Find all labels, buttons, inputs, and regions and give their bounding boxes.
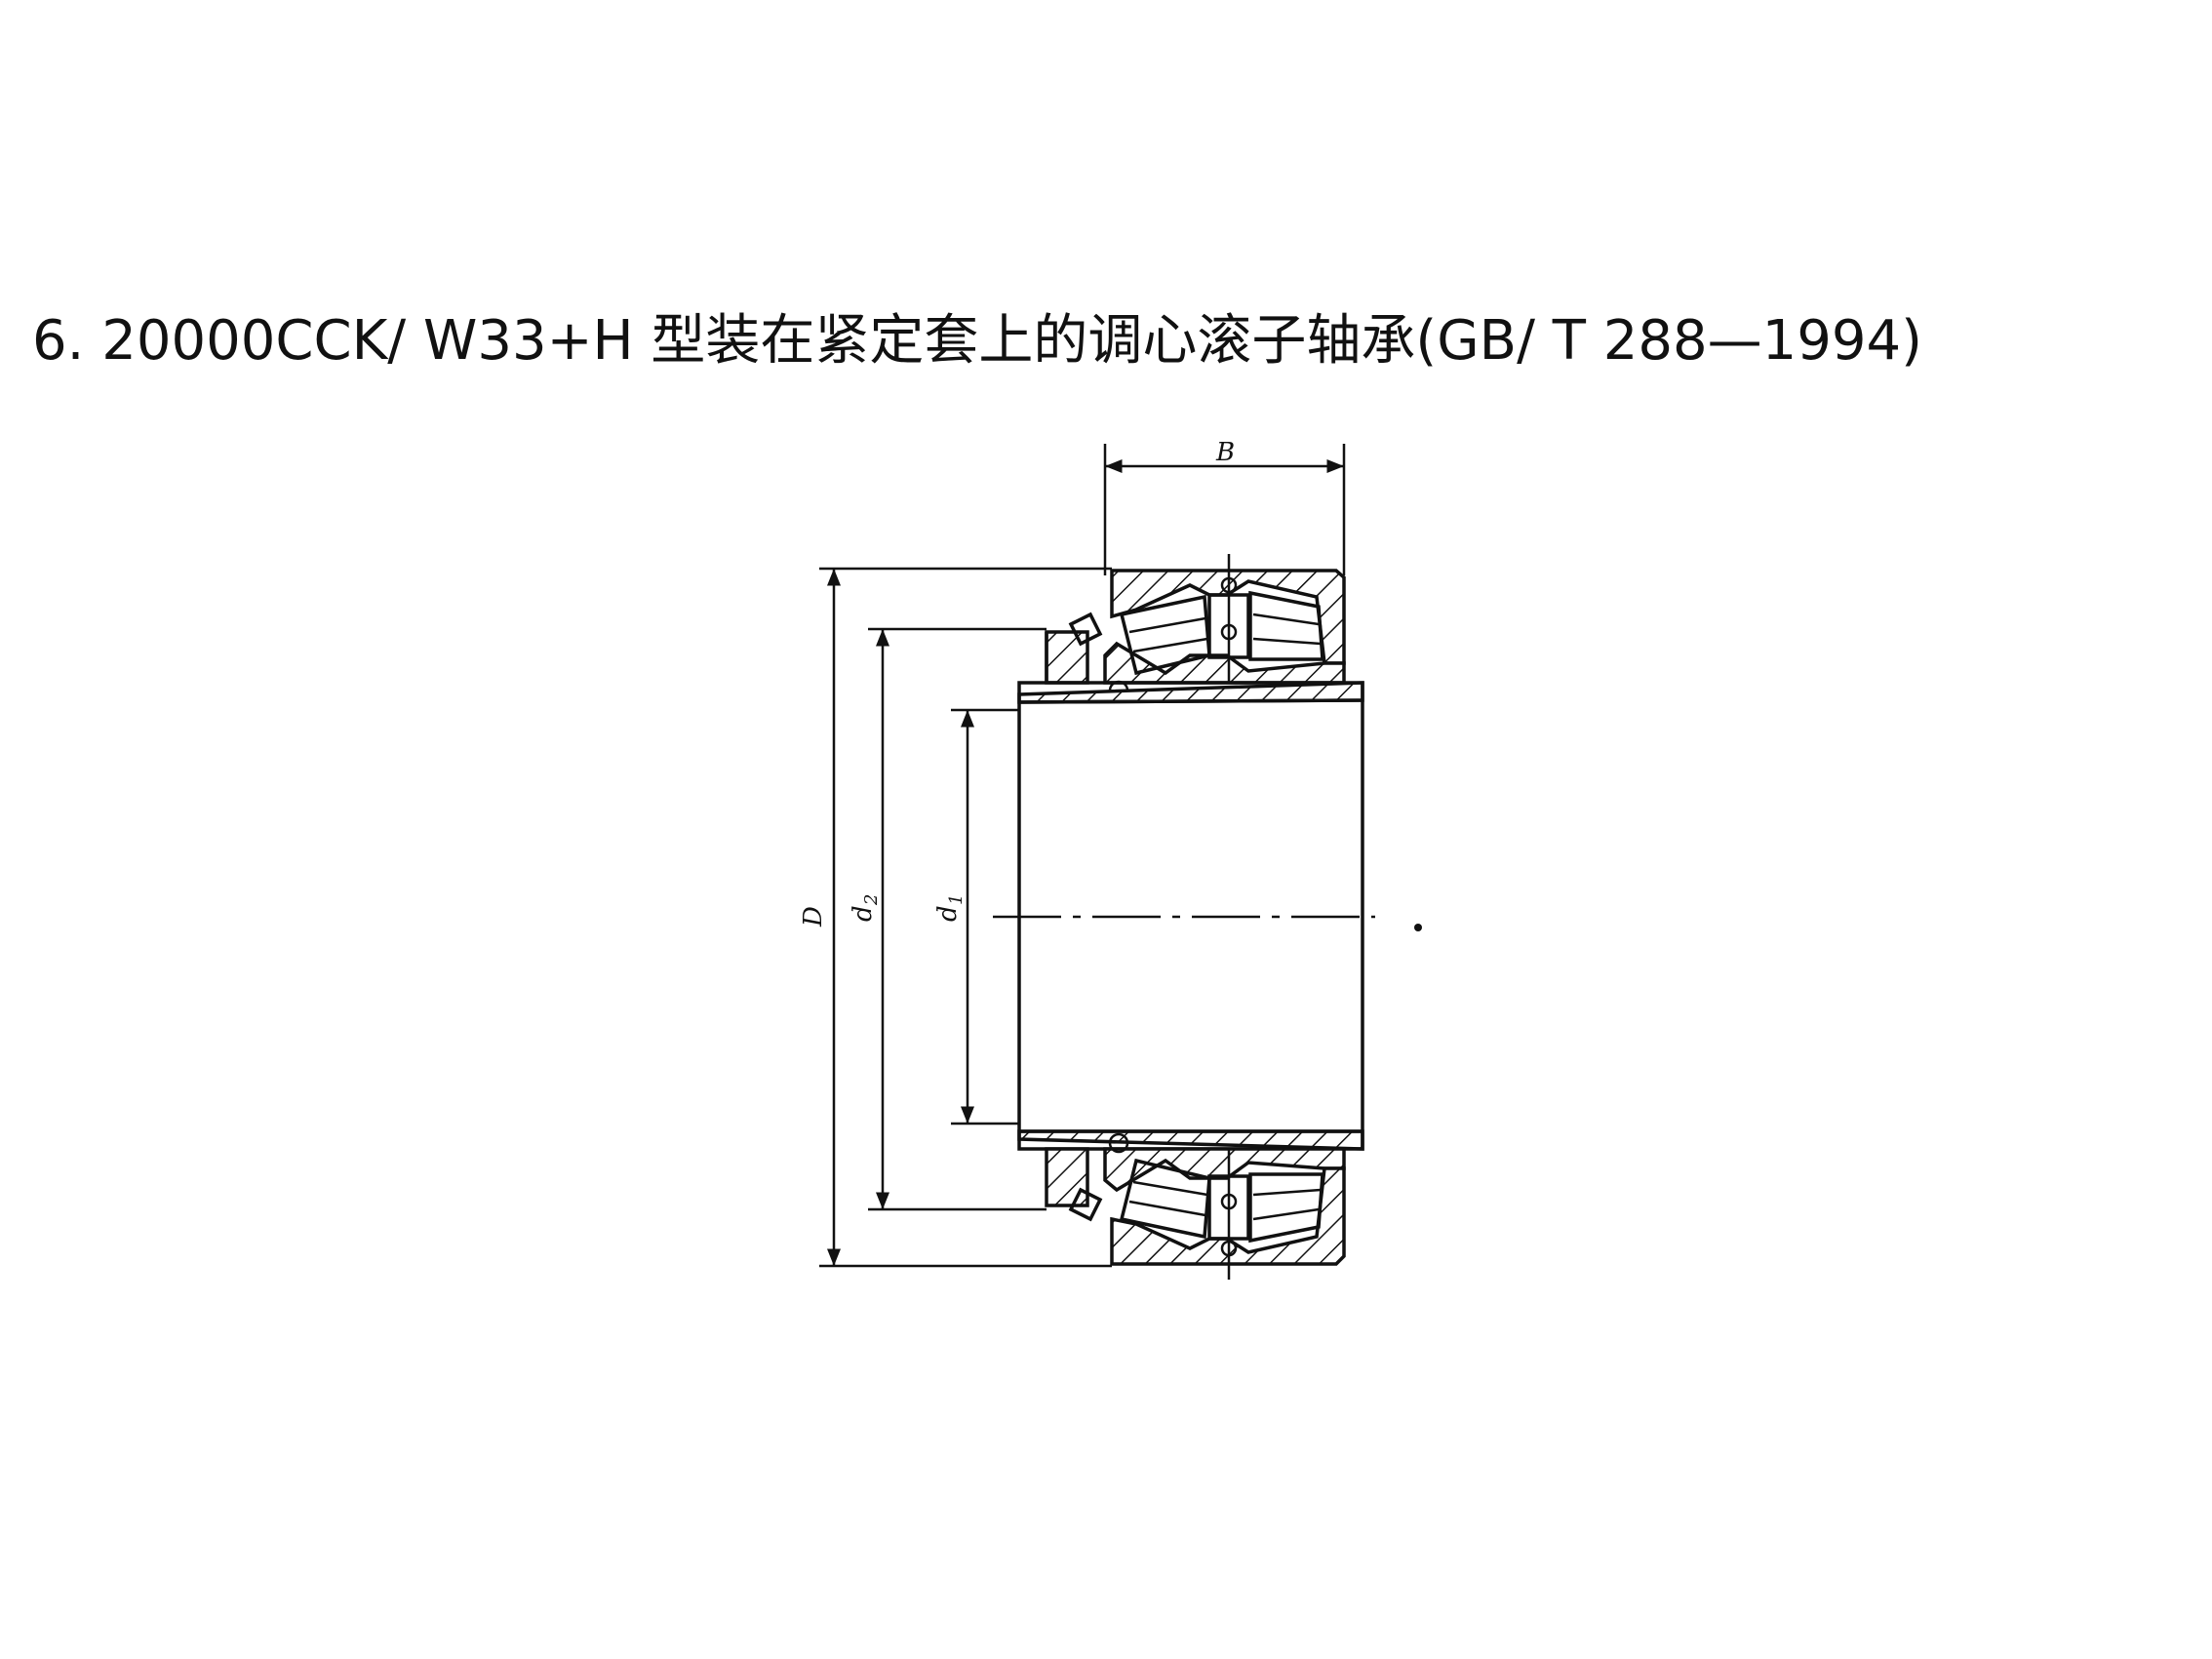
label-d2: d	[849, 905, 878, 922]
dimension-b: B	[1103, 438, 1346, 575]
label-d2-subscript: 2	[861, 894, 882, 906]
label-b: B	[1215, 438, 1235, 467]
dimension-d: D	[799, 567, 1112, 1268]
lower-bearing-section	[1045, 1132, 1346, 1280]
dimension-d1: d 1	[933, 708, 1019, 1126]
upper-bearing-section	[1045, 554, 1346, 701]
label-d: D	[799, 906, 828, 928]
label-d1: d	[933, 905, 963, 922]
page-title: 6. 20000CCK/ W33+H 型装在紧定套上的调心滚子轴承(GB/ T …	[32, 309, 1923, 373]
label-d1-subscript: 1	[946, 894, 967, 905]
dimension-d2: d 2	[849, 627, 1047, 1211]
centerline	[993, 915, 1422, 931]
